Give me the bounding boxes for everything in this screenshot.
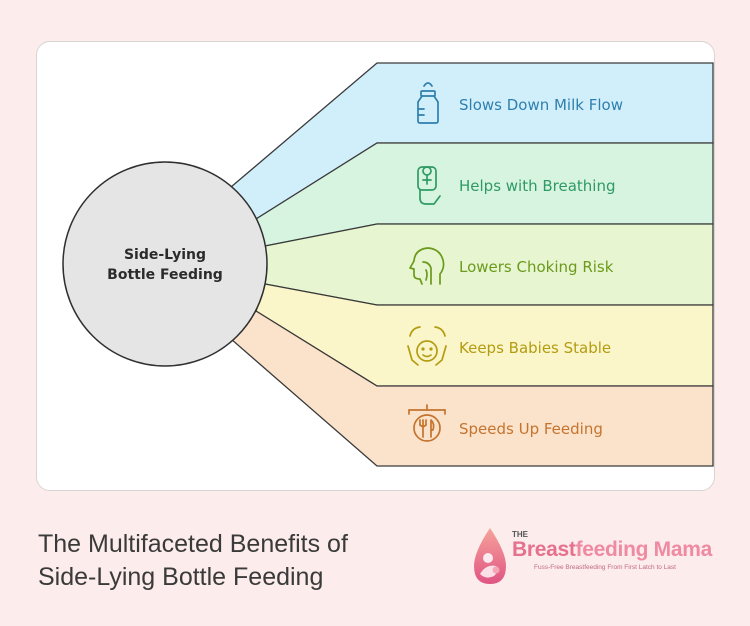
benefit-label-5: Speeds Up Feeding	[459, 420, 603, 438]
page-title-line1: The Multifaceted Benefits of	[38, 530, 348, 558]
brand-the: THE	[512, 530, 528, 539]
brand-logo: THE Breastfeeding Mama Fuss-Free Breastf…	[468, 524, 728, 594]
benefit-label-3: Lowers Choking Risk	[459, 258, 614, 276]
baby-hands-icon	[407, 326, 447, 366]
center-label-line2: Bottle Feeding	[107, 267, 223, 283]
head-throat-icon	[409, 247, 445, 285]
benefit-label-1: Slows Down Milk Flow	[459, 96, 623, 114]
brand-tagline: Fuss-Free Breastfeeding From First Latch…	[534, 564, 676, 571]
benefit-label-2: Helps with Breathing	[459, 177, 616, 195]
page-title-line2: Side-Lying Bottle Feeding	[38, 563, 324, 591]
baby-bottle-icon	[417, 82, 439, 124]
benefit-band-4: Keeps Babies Stable	[255, 283, 714, 387]
brand-name: Breastfeeding Mama	[512, 538, 712, 562]
brand-name-part1: Breast	[512, 538, 576, 561]
benefit-label-4: Keeps Babies Stable	[459, 339, 611, 357]
page-title: The Multifaceted Benefits of Side-Lying …	[38, 528, 458, 594]
center-label-line1: Side-Lying	[124, 247, 206, 263]
breastfeeding-drop-icon	[474, 528, 506, 584]
benefit-band-2: Helps with Breathing	[255, 142, 714, 247]
benefit-band-3: Lowers Choking Risk	[264, 223, 714, 306]
clock-utensils-icon	[408, 404, 446, 442]
center-circle	[62, 161, 268, 367]
benefit-band-1: Slows Down Milk Flow	[230, 62, 714, 220]
brand-name-part2: feeding Mama	[575, 538, 713, 561]
breathing-aid-icon	[417, 166, 441, 205]
